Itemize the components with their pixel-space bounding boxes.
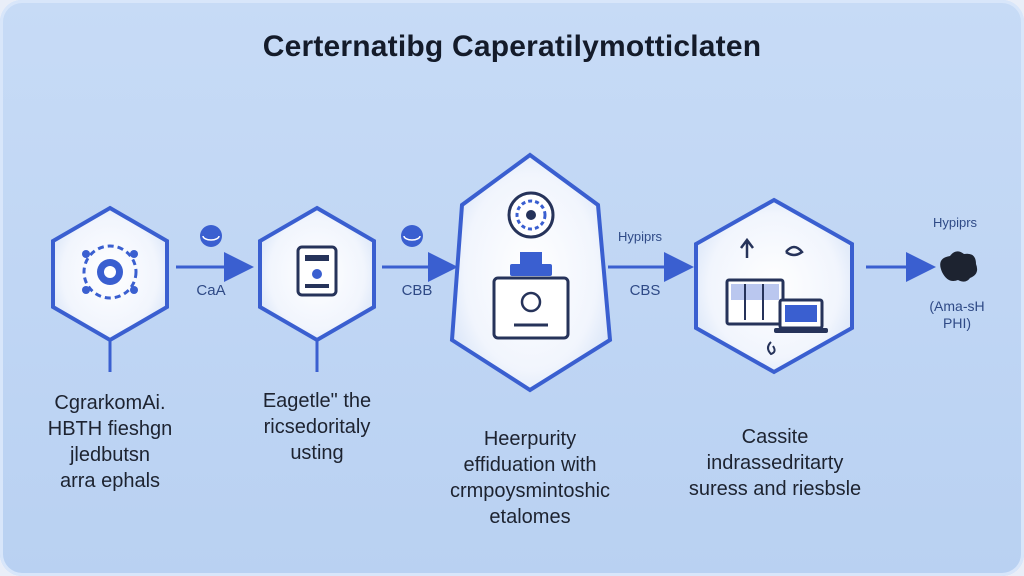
node-3-caption: Heerpurity effiduation with crmpoysminto…	[420, 426, 640, 530]
node-4-caption: Cassite indrassedritarty suress and ries…	[660, 424, 890, 502]
node-1-caption-line: jledbutsn	[69, 444, 151, 466]
edge-2	[382, 225, 458, 282]
globe-icon	[401, 225, 423, 247]
node-1-caption-line: arra ephals	[59, 470, 161, 492]
node-2-caption-line: usting	[290, 442, 344, 464]
server-device-icon	[296, 245, 338, 297]
edge-3-top-label: Hypiprs	[617, 229, 663, 244]
node-4-caption-line: indrassedritarty	[706, 452, 844, 474]
node-3-caption-line: Heerpurity	[483, 428, 577, 450]
node-1-caption-line: HBTH fieshgn	[47, 418, 173, 440]
node-4-caption-line: Cassite	[741, 426, 809, 448]
node-3-caption-line: effiduation with	[463, 454, 597, 476]
edge-1-label: CaA	[196, 282, 226, 299]
diagram-title: Certernatibg Caperatilymotticlaten	[262, 30, 762, 63]
node-2-hexagon	[258, 205, 376, 372]
node-4-caption-line: suress and riesbsle	[688, 478, 862, 500]
gear-network-icon	[82, 244, 138, 300]
end-label-line-2: PHI)	[943, 315, 971, 331]
node-1-caption-line: CgrarkomAi.	[54, 392, 166, 414]
globe-icon	[200, 225, 222, 247]
end-label: (Ama‑sH PHI)	[912, 298, 1002, 332]
node-4-hexagon	[694, 197, 854, 375]
gear-badge-icon	[507, 191, 555, 239]
cloud-endpoint-icon	[940, 251, 978, 282]
node-3-caption-line: crmpoysmintoshic	[449, 480, 611, 502]
node-1-hexagon	[51, 205, 169, 372]
node-3-pentagon	[449, 152, 613, 393]
node-2-caption: Eagetle" the ricsedoritaly usting	[222, 388, 412, 466]
node-2-caption-line: ricsedoritaly	[263, 416, 371, 438]
node-1-caption: CgrarkomAi. HBTH fieshgn jledbutsn arra …	[20, 390, 200, 494]
edge-1	[176, 225, 254, 282]
monitor-gear-icon	[492, 252, 570, 340]
edge-2-label: CBB	[401, 282, 433, 299]
node-2-caption-line: Eagetle" the	[262, 390, 372, 412]
node-3-caption-line: etalomes	[489, 506, 571, 528]
edge-3-label: CBS	[629, 282, 661, 299]
edge-4-top-label: Hypiprs	[932, 215, 978, 230]
end-label-line-1: (Ama‑sH	[929, 298, 985, 314]
screens-laptop-icon	[725, 237, 828, 356]
